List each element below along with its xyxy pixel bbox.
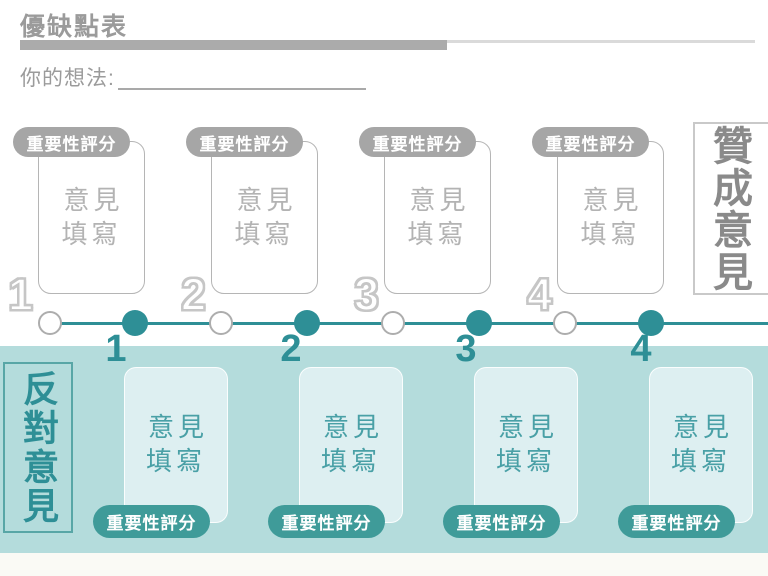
pro-opinion-card[interactable]: 意見 填寫 xyxy=(557,141,664,294)
idea-label: 你的想法: xyxy=(20,67,115,90)
con-rating-badge[interactable]: 重要性評分 xyxy=(268,505,385,538)
pro-column: 1 意見 填寫 重要性評分 xyxy=(0,0,250,576)
pro-column: 3 意見 填寫 重要性評分 xyxy=(346,0,596,576)
opinion-placeholder: 意見 填寫 xyxy=(145,412,208,476)
opinion-placeholder: 意見 填寫 xyxy=(61,184,124,249)
pro-opinion-card[interactable]: 意見 填寫 xyxy=(384,141,491,294)
timeline-filled-dot xyxy=(466,310,492,336)
pro-step-number: 1 xyxy=(7,269,34,320)
title-rule-thick xyxy=(20,40,447,50)
pro-column: 4 意見 填寫 重要性評分 xyxy=(519,0,768,576)
opinion-placeholder: 意見 填寫 xyxy=(580,184,643,249)
cons-side-label: 反對意見 xyxy=(18,369,59,526)
timeline-open-dot xyxy=(38,311,62,335)
con-opinion-card[interactable]: 意見 填寫 xyxy=(649,367,753,523)
pro-rating-badge[interactable]: 重要性評分 xyxy=(359,127,476,157)
bottom-strip xyxy=(0,553,768,576)
con-opinion-card[interactable]: 意見 填寫 xyxy=(299,367,403,523)
pro-step-number: 3 xyxy=(353,269,380,320)
pro-rating-badge[interactable]: 重要性評分 xyxy=(532,127,649,157)
idea-input-line[interactable] xyxy=(118,88,366,90)
title-rule-thin xyxy=(447,40,755,43)
con-step-number: 1 xyxy=(105,328,127,370)
con-rating-badge[interactable]: 重要性評分 xyxy=(93,505,210,538)
con-opinion-card[interactable]: 意見 填寫 xyxy=(474,367,578,523)
timeline-open-dot xyxy=(381,311,405,335)
con-rating-badge[interactable]: 重要性評分 xyxy=(618,505,735,538)
opinion-placeholder: 意見 填寫 xyxy=(234,184,297,249)
pros-side-label: 贊成意見 xyxy=(707,124,751,293)
page-title: 優缺點表 xyxy=(20,13,129,41)
con-rating-badge[interactable]: 重要性評分 xyxy=(443,505,560,538)
pro-rating-badge[interactable]: 重要性評分 xyxy=(13,127,130,157)
opinion-placeholder: 意見 填寫 xyxy=(320,412,383,476)
con-step-number: 4 xyxy=(630,328,652,370)
opinion-placeholder: 意見 填寫 xyxy=(495,412,558,476)
opinion-placeholder: 意見 填寫 xyxy=(407,184,470,249)
con-column: 4 意見 填寫 重要性評分 xyxy=(525,0,768,576)
timeline-open-dot xyxy=(553,311,577,335)
timeline-filled-dot xyxy=(294,310,320,336)
con-step-number: 3 xyxy=(455,328,477,370)
pro-step-number: 2 xyxy=(180,269,207,320)
pro-opinion-card[interactable]: 意見 填寫 xyxy=(38,141,145,294)
con-step-number: 2 xyxy=(280,328,302,370)
pro-rating-badge[interactable]: 重要性評分 xyxy=(186,127,303,157)
timeline-open-dot xyxy=(209,311,233,335)
timeline-filled-dot xyxy=(122,310,148,336)
pros-side-box: 贊成意見 xyxy=(693,122,768,295)
con-opinion-card[interactable]: 意見 填寫 xyxy=(124,367,228,523)
cons-side-box: 反對意見 xyxy=(3,362,73,533)
con-column: 3 意見 填寫 重要性評分 xyxy=(350,0,600,576)
timeline-line xyxy=(50,322,768,325)
con-column: 1 意見 填寫 重要性評分 xyxy=(0,0,250,576)
pro-column: 2 意見 填寫 重要性評分 xyxy=(173,0,423,576)
con-column: 2 意見 填寫 重要性評分 xyxy=(175,0,425,576)
pro-opinion-card[interactable]: 意見 填寫 xyxy=(211,141,318,294)
pro-step-number: 4 xyxy=(526,269,553,320)
timeline-filled-dot xyxy=(638,310,664,336)
opinion-placeholder: 意見 填寫 xyxy=(670,412,733,476)
